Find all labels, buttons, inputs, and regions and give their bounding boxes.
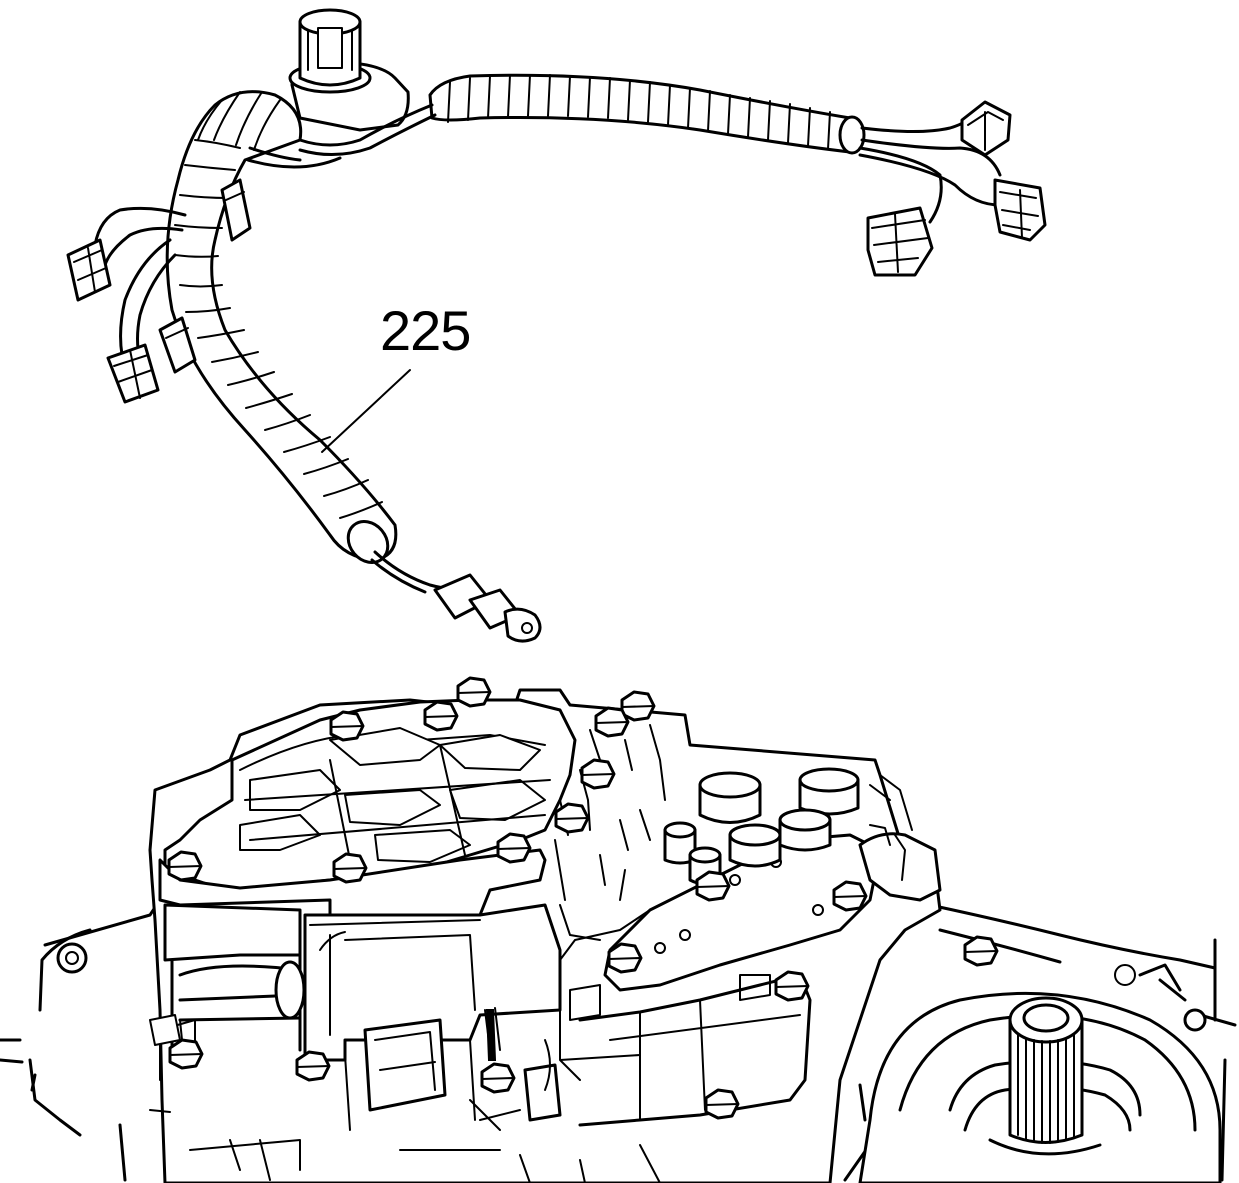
- harness-wires-upper: [246, 103, 437, 169]
- connector-left-2: [106, 343, 160, 404]
- bolt: [607, 942, 643, 974]
- connector-right-2: [993, 178, 1047, 242]
- bolt: [832, 880, 868, 912]
- bolt: [496, 832, 532, 864]
- bolt: [480, 1062, 516, 1094]
- bolt: [704, 1088, 740, 1120]
- bolt: [423, 700, 459, 732]
- harness-sleeve-right: [428, 73, 866, 155]
- bolt: [620, 690, 656, 722]
- bolt: [963, 935, 999, 967]
- output-shaft-bore: [858, 991, 1222, 1183]
- bolt: [167, 850, 203, 882]
- bolt: [456, 676, 492, 708]
- bolt: [594, 706, 630, 738]
- harness-right-branch: [858, 100, 1047, 277]
- bolt: [295, 1050, 331, 1082]
- connector-left-3: [158, 316, 197, 374]
- bolt: [580, 758, 616, 790]
- connector-right-3: [866, 206, 934, 277]
- connector-right-1: [960, 100, 1012, 157]
- harness-pass-through-connector: [288, 8, 410, 132]
- bolt: [554, 802, 590, 834]
- connector-left-1: [66, 238, 112, 302]
- harness-sleeve-main: [165, 90, 398, 564]
- wiring-harness: [66, 8, 1047, 643]
- bolt: [695, 870, 731, 902]
- connector-left-4: [220, 178, 252, 242]
- bolt: [168, 1038, 204, 1070]
- harness-left-branch: [66, 178, 252, 404]
- bolts: [167, 676, 999, 1120]
- harness-ground-terminal: [370, 550, 542, 643]
- bolt: [329, 710, 365, 742]
- bolt: [774, 970, 810, 1002]
- callout-label-harness: 225: [380, 299, 471, 362]
- accumulator-cylinders: [663, 767, 860, 886]
- valve-body: [148, 688, 942, 1183]
- callout-leader-line: [321, 369, 411, 453]
- bolt: [332, 852, 368, 884]
